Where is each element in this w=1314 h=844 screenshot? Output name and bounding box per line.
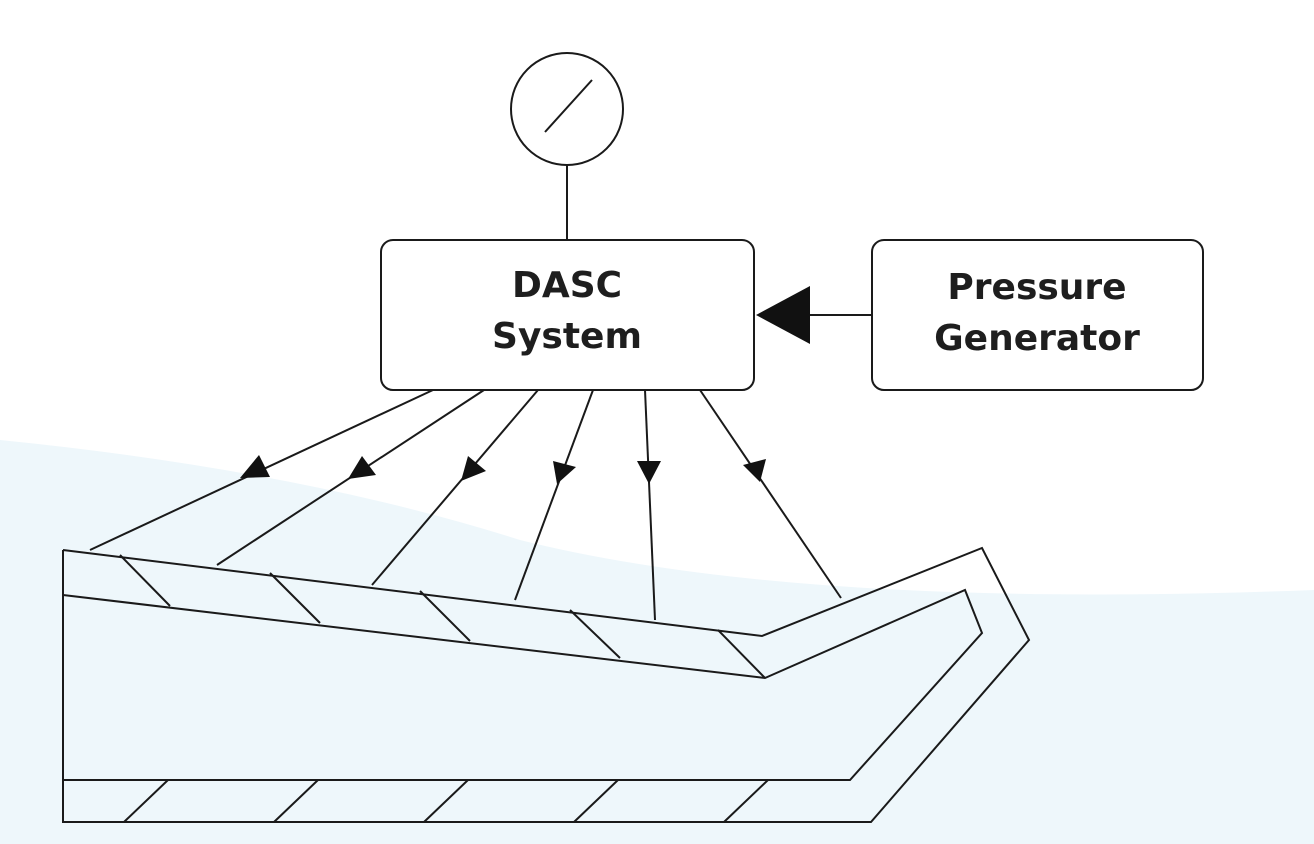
dasc-label-line2: System [492, 316, 642, 357]
dasc-label-line1: DASC [512, 265, 622, 306]
pressure-generator-box: Pressure Generator [871, 239, 1204, 391]
pressure-gauge-icon [510, 52, 624, 240]
pressure-lines [89, 389, 842, 621]
pressure-label-line1: Pressure [947, 267, 1126, 308]
pressure-line [216, 389, 485, 566]
pressure-line [371, 389, 539, 586]
generator-to-dasc-arrow [756, 286, 872, 344]
duct-cross-section-icon [62, 546, 1031, 823]
dasc-system-box: DASC System [380, 239, 755, 391]
pressure-label-line2: Generator [934, 318, 1140, 359]
pressure-line [89, 389, 434, 551]
background-tint [0, 440, 1314, 844]
pressure-line [699, 389, 842, 599]
pressure-line [514, 389, 594, 601]
pressure-line [637, 389, 661, 621]
